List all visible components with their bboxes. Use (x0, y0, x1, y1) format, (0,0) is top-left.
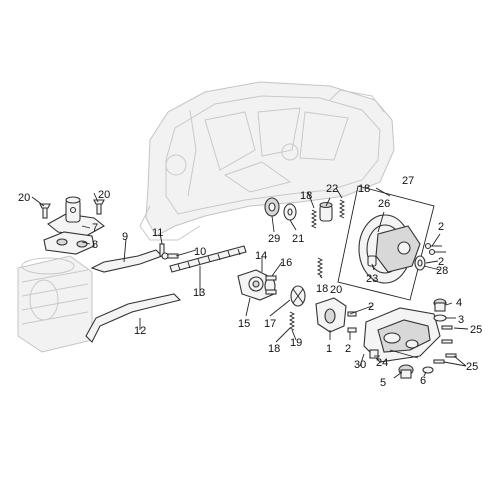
callout-26: 26 (378, 198, 390, 210)
callout-8: 8 (92, 239, 98, 251)
callout-21: 21 (292, 233, 304, 245)
plug-22 (319, 201, 333, 222)
callout-18-mid: 18 (316, 283, 328, 295)
callout-29: 29 (268, 233, 280, 245)
callout-13: 13 (193, 287, 205, 299)
callout-11: 11 (152, 227, 163, 239)
callout-28: 28 (436, 265, 448, 277)
chain-guide-upper (90, 249, 163, 273)
callout-2-lower: 2 (345, 343, 351, 355)
callout-16: 16 (280, 257, 292, 269)
callout-15: 15 (238, 318, 250, 330)
washer-21 (283, 203, 297, 221)
callout-10: 10 (194, 246, 206, 258)
callout-14: 14 (255, 250, 267, 262)
filler-plug (433, 298, 447, 322)
screws-25 (433, 325, 457, 364)
crankcase-ghost (139, 81, 395, 241)
callout-27: 27 (402, 175, 414, 187)
pump-body (315, 297, 357, 333)
callout-3: 3 (458, 314, 464, 326)
callout-19: 19 (290, 337, 302, 349)
callout-2-right: 2 (438, 256, 444, 268)
callout-25-lower: 25 (466, 361, 478, 373)
callout-23: 23 (366, 273, 378, 285)
pump-gear (290, 285, 306, 307)
guide-bolts (159, 243, 179, 260)
callout-7: 7 (92, 222, 98, 234)
callout-20-left: 20 (18, 192, 30, 204)
callout-30: 30 (354, 359, 366, 371)
callout-20-mid: 20 (330, 284, 342, 296)
callout-12: 12 (134, 325, 146, 337)
cylinder-ghost (17, 255, 93, 353)
callout-6: 6 (420, 375, 426, 387)
chain-guide-lower (85, 293, 182, 343)
callout-24: 24 (376, 357, 388, 369)
springs-lower (288, 257, 324, 331)
springs-top (310, 199, 346, 229)
oil-pump (237, 269, 277, 301)
sump-cover (363, 307, 441, 363)
leader-lines (31, 187, 469, 379)
callout-5: 5 (380, 377, 386, 389)
callout-25-upper: 25 (470, 324, 482, 336)
callout-labels: 20 20 7 8 9 11 10 13 12 14 16 15 17 18 1… (18, 175, 482, 389)
callout-1: 1 (326, 343, 332, 355)
callout-2-upper: 2 (438, 221, 444, 233)
timing-chain (169, 245, 247, 273)
callout-17: 17 (264, 318, 276, 330)
callout-20-right: 20 (98, 189, 110, 201)
callout-18-top: 18 (300, 190, 312, 202)
callout-2-center: 2 (368, 301, 374, 313)
callout-18-top-right: 18 (358, 183, 370, 195)
drain-plug (398, 364, 434, 379)
callout-22: 22 (326, 183, 338, 195)
chain-tensioner-assembly (39, 196, 105, 255)
callout-9: 9 (122, 231, 128, 243)
pump-cover-group (337, 185, 446, 301)
sprocket-seal (264, 197, 280, 217)
callout-4: 4 (456, 297, 462, 309)
callout-18-lower: 18 (268, 343, 280, 355)
